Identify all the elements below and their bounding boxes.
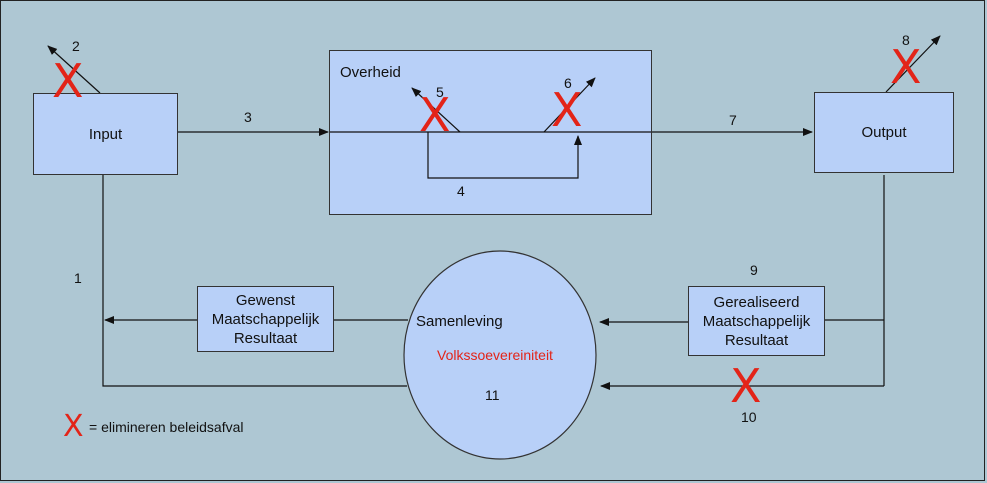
number-9: 9 xyxy=(750,262,758,278)
gerealiseerd-line-1: Gerealiseerd xyxy=(713,293,800,311)
number-6: 6 xyxy=(564,75,572,91)
gewenst-box: Gewenst Maatschappelijk Resultaat xyxy=(197,286,334,352)
arrow-8 xyxy=(885,35,941,93)
number-5: 5 xyxy=(436,84,444,100)
x-mark-5: X xyxy=(419,88,451,142)
output-label: Output xyxy=(861,124,907,141)
gerealiseerd-line-3: Resultaat xyxy=(724,331,789,349)
number-3: 3 xyxy=(244,109,252,125)
x-mark-10: X xyxy=(730,359,762,413)
input-label: Input xyxy=(88,125,123,143)
arrow-5 xyxy=(411,87,461,133)
gewenst-line-3: Resultaat xyxy=(233,329,298,347)
number-10: 10 xyxy=(741,409,757,425)
overheid-label: Overheid xyxy=(340,64,401,81)
number-8: 8 xyxy=(902,32,910,48)
gewenst-line-1: Gewenst xyxy=(235,291,296,309)
arrow-4-loop xyxy=(427,132,582,179)
overheid-box xyxy=(329,50,652,215)
arrow-2 xyxy=(47,45,101,94)
samenleving-circle xyxy=(403,250,597,460)
gerealiseerd-line-2: Maatschappelijk xyxy=(702,312,811,330)
arrow-6 xyxy=(543,77,596,133)
legend-x-mark: X xyxy=(63,409,84,444)
number-1: 1 xyxy=(74,270,82,286)
x-mark-6: X xyxy=(551,83,583,137)
legend-text: = elimineren beleidsafval xyxy=(89,419,244,435)
x-mark-2: X xyxy=(52,54,84,108)
number-4: 4 xyxy=(457,183,465,199)
volkssoevereiniteit-label: Volkssoevereiniteit xyxy=(437,347,553,363)
input-box: Input xyxy=(33,93,178,175)
x-mark-8: X xyxy=(890,40,922,94)
output-box: Output xyxy=(814,92,954,173)
circle-number-11: 11 xyxy=(485,387,500,403)
number-2: 2 xyxy=(72,38,80,54)
samenleving-title: Samenleving xyxy=(416,313,503,330)
gerealiseerd-box: Gerealiseerd Maatschappelijk Resultaat xyxy=(688,286,825,356)
line-1 xyxy=(102,175,407,387)
gewenst-line-2: Maatschappelijk xyxy=(211,310,320,328)
number-7: 7 xyxy=(729,112,737,128)
